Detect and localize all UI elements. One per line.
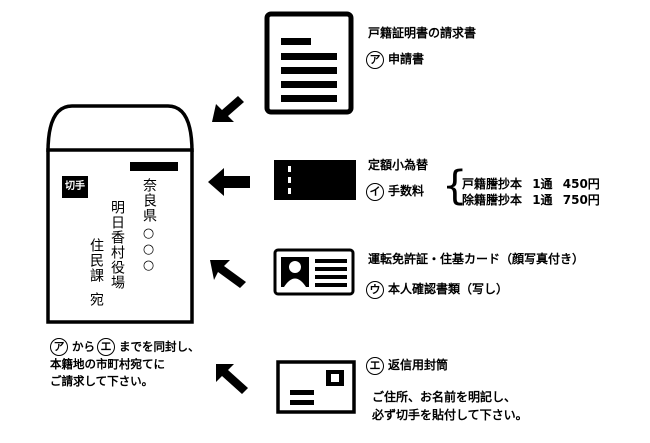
instruction-line-3: ご請求して下さい。: [50, 374, 154, 388]
address-department: 住民課: [88, 238, 104, 283]
address-prefecture: 奈良県: [141, 178, 157, 223]
item-d-title: 返信用封筒: [388, 358, 449, 372]
enclose-instructions: アからエまでを同封し、 本籍地の市町村宛てに ご請求して下さい。: [50, 338, 200, 390]
instruction-line-1: アからエまでを同封し、: [50, 338, 200, 356]
item-b-label-row: イ手数料: [366, 182, 424, 201]
address-placeholder: ○○○: [141, 226, 156, 274]
fee-table: 戸籍謄抄本 1通 450円 除籍謄抄本 1通 750円: [462, 176, 600, 208]
marker-b-circle: イ: [366, 182, 384, 201]
id-card-icon: [273, 248, 355, 300]
fee-unit: 1通: [532, 193, 553, 207]
item-b-title: 定額小為替: [368, 158, 429, 172]
envelope-icon: [276, 360, 356, 418]
address-village: 明日香村役場: [109, 200, 125, 290]
arrow-icon: [206, 92, 246, 128]
address-honorific: 宛: [88, 292, 104, 307]
item-a-label: 申請書: [388, 52, 425, 66]
item-d-title-row: エ返信用封筒: [366, 356, 448, 375]
instruction-to: までを同封し、: [119, 339, 200, 354]
item-d-note: ご住所、お名前を明記し、 必ず切手を貼付して下さい。: [372, 388, 528, 424]
fee-unit: 1通: [532, 177, 553, 191]
arrow-icon: [206, 166, 252, 198]
marker-d-circle: エ: [366, 356, 384, 375]
item-c-label: 本人確認書類（写し）: [388, 282, 509, 296]
marker-a-circle: ア: [366, 50, 384, 69]
arrow-icon: [212, 360, 252, 396]
document-icon: [263, 10, 355, 120]
fee-row: 除籍謄抄本 1通 750円: [462, 192, 600, 208]
fee-price: 450円: [562, 177, 600, 191]
item-a-label-row: ア申請書: [366, 50, 424, 69]
item-b-label: 手数料: [388, 184, 425, 198]
instruction-line-2: 本籍地の市町村宛てに: [50, 357, 165, 371]
marker-a-circle: ア: [50, 338, 68, 356]
marker-c-circle: ウ: [366, 280, 384, 299]
item-d-note-line-1: ご住所、お名前を明記し、: [372, 390, 517, 404]
stamp-label: 切手: [65, 181, 85, 192]
brace-icon: {: [442, 163, 468, 209]
stamp-box: 切手: [62, 176, 88, 198]
marker-d-circle: エ: [97, 338, 115, 356]
fee-name: 戸籍謄抄本: [462, 177, 523, 191]
envelope: 切手 奈良県 ○○○ 明日香村役場 住民課 宛: [44, 100, 196, 326]
arrow-icon: [206, 256, 250, 292]
fee-row: 戸籍謄抄本 1通 450円: [462, 176, 600, 192]
item-d-note-line-2: 必ず切手を貼付して下さい。: [372, 408, 528, 422]
fee-price: 750円: [562, 193, 600, 207]
money-order-icon: [274, 160, 356, 204]
item-c-label-row: ウ本人確認書類（写し）: [366, 280, 508, 299]
instruction-from: から: [72, 339, 95, 354]
fee-name: 除籍謄抄本: [462, 193, 523, 207]
item-c-title: 運転免許証・住基カード（顔写真付き）: [368, 252, 585, 266]
item-a-title: 戸籍証明書の請求書: [368, 26, 477, 40]
